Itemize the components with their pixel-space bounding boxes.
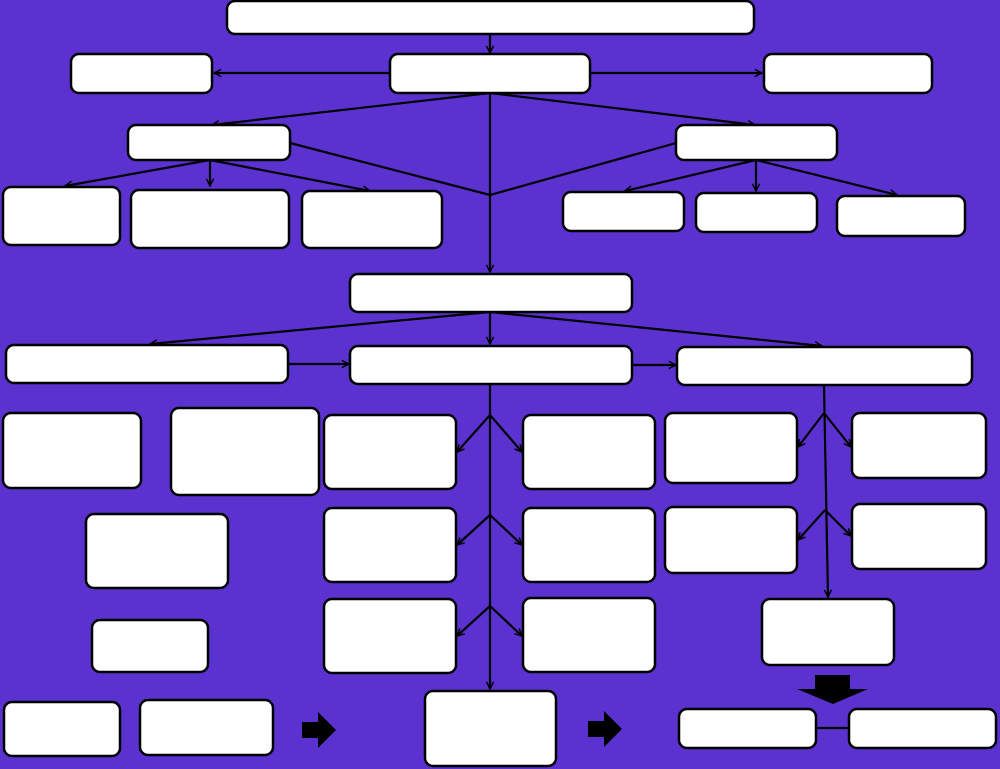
flowchart-box-32 xyxy=(2,700,122,758)
flowchart-box-29 xyxy=(322,597,458,675)
flowchart-box-25 xyxy=(521,506,657,584)
flowchart-box-31 xyxy=(760,597,896,667)
connector-arrow xyxy=(489,310,822,346)
connector-arrow xyxy=(798,509,826,540)
connector-arrow xyxy=(489,514,522,545)
connector-arrow xyxy=(457,514,491,545)
block-arrow-right-icon xyxy=(588,711,622,747)
flowchart-box-26 xyxy=(663,505,799,575)
block-arrow-right-icon xyxy=(302,712,336,748)
connector-arrow xyxy=(822,384,828,597)
flowchart-box-21 xyxy=(663,411,799,485)
connector-arrow xyxy=(489,91,755,125)
connector-arrow xyxy=(489,605,522,636)
flowchart-box-34 xyxy=(423,689,558,768)
connector-arrow xyxy=(755,158,897,195)
flowchart-box-17 xyxy=(1,411,143,490)
flowchart-box-16 xyxy=(675,345,974,387)
flowchart-box-11 xyxy=(694,191,819,234)
flowchart-box-36 xyxy=(847,707,998,750)
flowchart-box-2 xyxy=(69,52,214,95)
connector-line xyxy=(289,141,491,197)
flowchart-box-15 xyxy=(348,344,634,386)
flowchart-box-33 xyxy=(138,698,275,757)
connector-arrow xyxy=(212,91,491,125)
flowchart-box-28 xyxy=(90,618,210,674)
flowchart-box-9 xyxy=(300,189,444,250)
flowchart-box-10 xyxy=(561,190,686,233)
flowchart-box-8 xyxy=(129,188,291,250)
flowchart-box-35 xyxy=(677,707,818,750)
flowchart-box-7 xyxy=(1,185,122,247)
connector-arrow xyxy=(823,412,851,447)
flowchart-box-20 xyxy=(521,413,657,491)
flowchart-box-22 xyxy=(850,411,988,480)
connector-arrow xyxy=(457,414,491,452)
flowchart-box-30 xyxy=(521,596,657,674)
connector-arrow xyxy=(209,158,370,191)
flowchart-box-4 xyxy=(762,52,934,95)
connector-arrow xyxy=(824,509,851,536)
flowchart-box-13 xyxy=(348,272,634,314)
flowchart-box-27 xyxy=(850,502,988,571)
flowchart-box-19 xyxy=(322,413,458,491)
connector-arrow xyxy=(798,412,825,447)
flowchart-box-5 xyxy=(126,123,292,162)
flowchart-box-18 xyxy=(169,406,321,497)
flowchart-box-1 xyxy=(225,0,756,36)
flowchart-box-3 xyxy=(388,52,592,95)
flowchart-box-6 xyxy=(674,123,839,162)
flowchart-box-23 xyxy=(84,512,230,590)
connector-arrow xyxy=(625,158,757,191)
connector-arrow xyxy=(150,310,491,344)
block-arrow-down-icon xyxy=(797,675,868,704)
connector-line xyxy=(489,141,677,197)
connector-arrow xyxy=(65,158,211,186)
flowchart-box-24 xyxy=(322,506,458,584)
flowchart-box-12 xyxy=(835,194,967,238)
flowchart-box-14 xyxy=(4,343,290,385)
connector-arrow xyxy=(457,605,491,636)
connector-arrow xyxy=(489,414,522,452)
